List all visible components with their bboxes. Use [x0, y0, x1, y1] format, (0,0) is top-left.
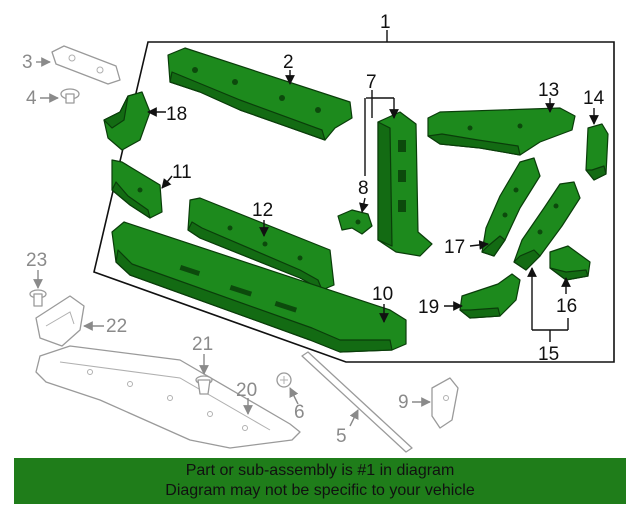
part-7-center-support[interactable] [377, 111, 433, 257]
callout-16[interactable]: 16 [556, 296, 577, 317]
disclaimer-banner: Part or sub-assembly is #1 in diagram Di… [14, 458, 626, 504]
callout-15[interactable]: 15 [538, 344, 559, 365]
part-9-mount-bracket[interactable] [431, 377, 459, 429]
callout-22[interactable]: 22 [106, 316, 127, 337]
callout-21[interactable]: 21 [192, 334, 213, 355]
part-19-lower-right-bracket[interactable] [459, 273, 521, 319]
part-4-bolt[interactable] [60, 88, 80, 104]
callout-8[interactable]: 8 [358, 178, 369, 199]
callout-14[interactable]: 14 [583, 88, 605, 109]
part-20-deflector-panel[interactable] [35, 345, 301, 449]
part-18-left-bracket[interactable] [103, 91, 151, 151]
part-8-latch-bracket[interactable] [337, 209, 373, 235]
callout-9[interactable]: 9 [398, 392, 409, 413]
callout-3[interactable]: 3 [22, 52, 33, 73]
part-5-stay-rod[interactable] [301, 351, 413, 453]
part-16-small-bracket[interactable] [549, 245, 591, 281]
callout-5[interactable]: 5 [336, 426, 347, 447]
banner-line-1: Part or sub-assembly is #1 in diagram [185, 462, 455, 479]
callout-19[interactable]: 19 [418, 297, 439, 318]
leader-lines [33, 30, 599, 427]
part-14-right-bracket[interactable] [585, 123, 609, 181]
assembly-1-boundary [93, 41, 615, 363]
callout-23[interactable]: 23 [26, 250, 47, 271]
banner-line-2: Diagram may not be specific to your vehi… [165, 482, 475, 499]
callout-18[interactable]: 18 [166, 104, 187, 125]
callout-4[interactable]: 4 [26, 88, 37, 109]
part-10-lower-beam[interactable] [111, 221, 407, 353]
callout-7[interactable]: 7 [366, 72, 377, 93]
part-22-bracket[interactable] [35, 295, 85, 347]
part-21-push-clip[interactable] [195, 375, 213, 395]
part-2-upper-tie-bar[interactable] [167, 47, 353, 141]
callout-2[interactable]: 2 [283, 52, 294, 73]
part-3-plate[interactable] [51, 45, 121, 85]
callout-1[interactable]: 1 [380, 12, 391, 33]
callout-6[interactable]: 6 [294, 402, 305, 423]
callout-10[interactable]: 10 [372, 284, 393, 305]
callout-20[interactable]: 20 [236, 380, 257, 401]
part-23-clip[interactable] [29, 289, 47, 307]
part-15-right-outer-member[interactable] [513, 181, 581, 271]
callout-13[interactable]: 13 [538, 80, 559, 101]
callout-12[interactable]: 12 [252, 200, 273, 221]
part-13-right-upper-member[interactable] [427, 107, 576, 156]
callout-labels: 1 2 7 8 13 14 18 11 12 10 17 19 16 15 3 … [22, 12, 605, 447]
part-11-left-support[interactable] [111, 159, 163, 219]
part-12-lower-tie-bar[interactable] [187, 197, 335, 291]
part-6-bolt[interactable] [276, 372, 292, 388]
callout-17[interactable]: 17 [444, 237, 465, 258]
callout-11[interactable]: 11 [172, 162, 192, 183]
